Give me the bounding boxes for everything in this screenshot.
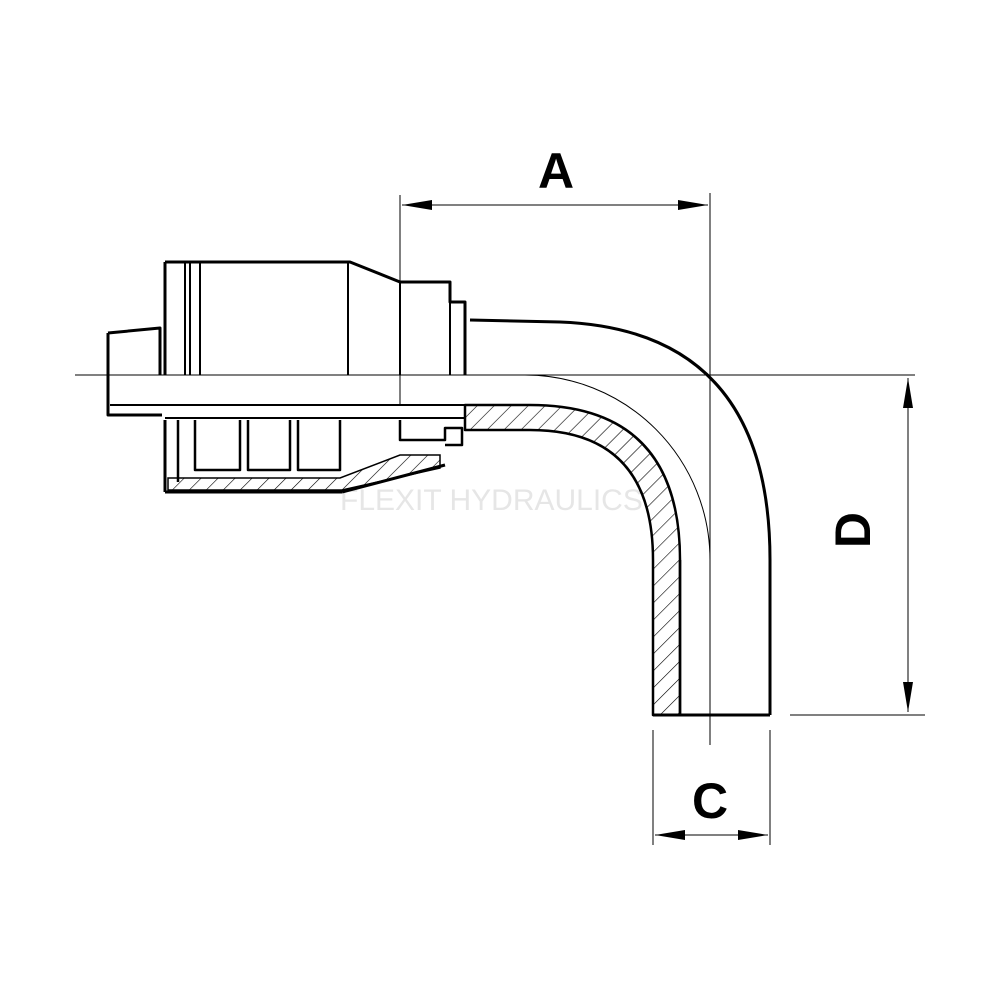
dimension-a-label: A (538, 143, 574, 199)
dimension-c: C (655, 773, 768, 840)
tube-section-hatch (463, 403, 682, 717)
ferrule-outline (165, 260, 467, 375)
nipple-stem (106, 326, 162, 417)
socket-section-hatch (167, 454, 441, 491)
dimension-d-label: D (825, 512, 881, 548)
tube-outer-wall (469, 318, 772, 715)
dimension-d: D (825, 378, 913, 712)
socket-lip (398, 420, 464, 447)
fitting-body (106, 260, 772, 717)
center-lines (75, 193, 915, 745)
dimension-c-label: C (692, 773, 728, 829)
socket-ribs (176, 420, 342, 482)
dimension-a: A (402, 143, 708, 210)
watermark: FLEXIT HYDRAULICS (340, 484, 643, 517)
